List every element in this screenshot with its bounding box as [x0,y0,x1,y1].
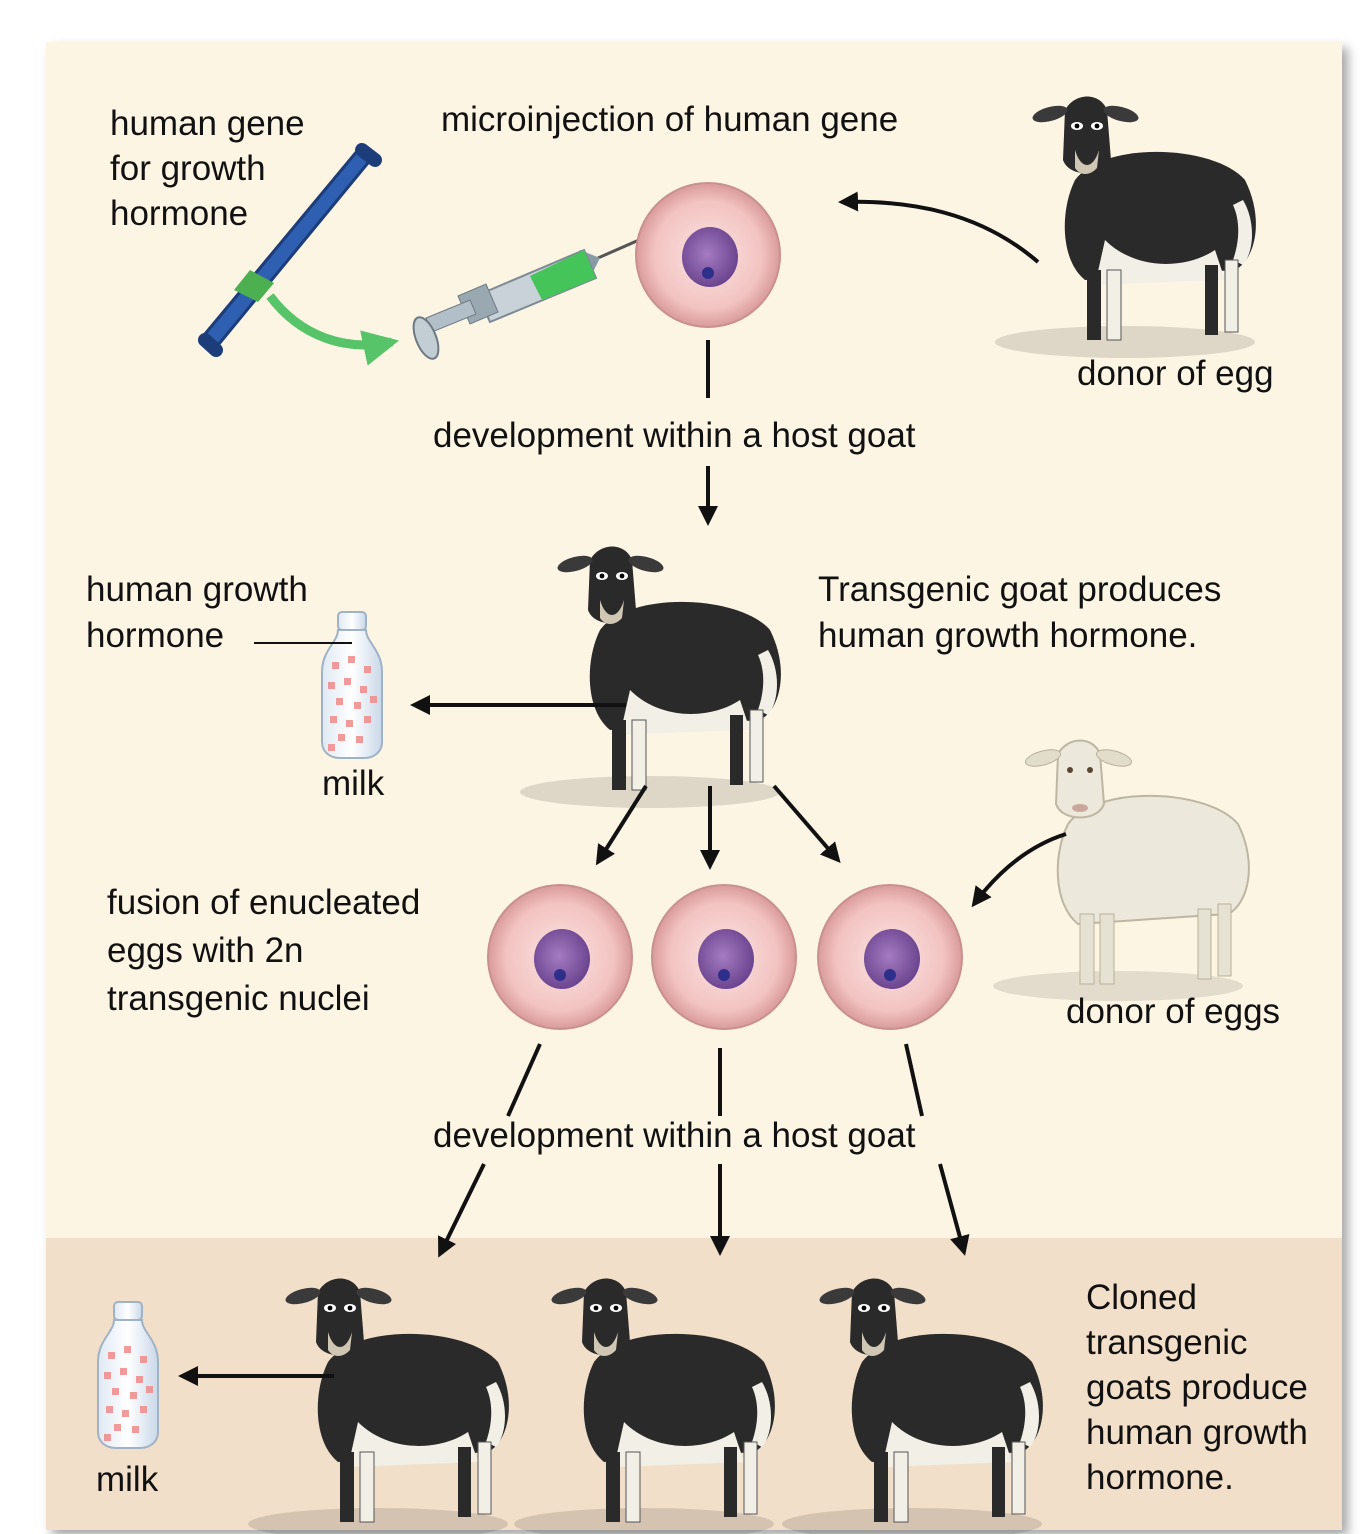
cloned-label-line5: hormone. [1086,1458,1234,1497]
eggs-donor-goat [992,739,1250,1002]
development-2-arrow-3 [938,1163,970,1256]
fused-egg-cell-2 [651,884,797,1030]
cloned-goat-3 [781,1278,1044,1534]
transgenic-label-line1: Transgenic goat produces [818,570,1222,609]
injected-egg-cell [635,182,781,328]
goat-to-egg-1-arrow [595,784,648,866]
goat-to-egg-3-arrow [772,784,841,864]
hgh-label-line2: hormone [86,616,225,655]
egg-3-down-line [904,1043,924,1117]
gene-label-line3: hormone [110,194,249,233]
development-label-1: development within a host goat [433,416,916,455]
egg-1-down-line [506,1043,542,1117]
donor-to-egg-arrow [838,191,1040,264]
transgenic-goat [519,546,782,809]
cloned-label-line3: goats produce [1086,1368,1308,1407]
chromosome-icon [198,143,382,357]
microinjection-label: microinjection of human gene [441,100,899,139]
donor-eggs-label: donor of eggs [1066,992,1281,1031]
egg-donor-goat [994,96,1257,359]
cloned-label-line4: human growth [1086,1413,1308,1452]
cloned-label-line1: Cloned [1086,1278,1197,1317]
milk-label-1: milk [322,764,385,803]
donor-egg-label: donor of egg [1077,354,1274,393]
milk-label-2: milk [96,1460,159,1499]
transgenic-label-line2: human growth hormone. [818,616,1198,655]
fusion-label-line3: transgenic nuclei [107,979,370,1018]
fusion-label-line1: fusion of enucleated [107,883,421,922]
fused-egg-cell-1 [487,884,633,1030]
gene-transfer-arrow [266,293,400,366]
fused-egg-cell-3 [817,884,963,1030]
cloned-label-line2: transgenic [1086,1323,1248,1362]
milk-bottle-1 [321,611,383,759]
cloned-goat-1 [247,1278,510,1534]
development-2-arrow-1 [438,1163,486,1258]
cloned-goat-2 [513,1278,776,1534]
gene-label-line1: human gene [110,104,305,143]
process-arrows [178,191,1067,1386]
milk-bottle-2 [97,1301,159,1449]
hgh-label-line1: human growth [86,570,308,609]
eggs-donor-arrow [971,832,1067,908]
development-label-2: development within a host goat [433,1116,916,1155]
gene-label-line2: for growth [110,149,266,188]
fusion-label-line2: eggs with 2n [107,931,304,970]
